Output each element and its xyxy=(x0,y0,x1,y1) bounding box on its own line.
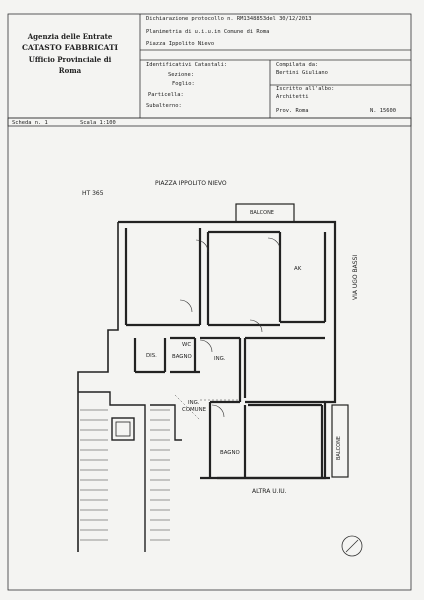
address-text: Piazza Ippolito Nievo xyxy=(146,41,215,47)
room-ing-1: ING. xyxy=(214,356,226,362)
room-bagno-1: BAGNO xyxy=(172,354,192,360)
room-dis: DIS. xyxy=(146,353,157,359)
street-top-label: PIAZZA IPPOLITO NIEVO xyxy=(155,180,227,187)
north-arrow-icon xyxy=(341,535,363,557)
room-wc: WC xyxy=(182,342,192,348)
agency-line-1: Agenzia delle Entrate xyxy=(27,32,113,41)
scala-text: Scala 1:100 xyxy=(80,120,116,126)
room-bagno-2: BAGNO xyxy=(220,450,240,456)
iscritto-value: Architetti xyxy=(276,94,309,100)
agency-line-3: Ufficio Provinciale di xyxy=(28,55,112,64)
identificativi-title: Identificativi Catastali: xyxy=(146,62,228,68)
sezione-label: Sezione: xyxy=(168,72,194,78)
room-balcone-right: BALCONE xyxy=(336,436,342,460)
door-swings xyxy=(179,237,281,418)
room-ing-comune-2: COMUNE xyxy=(182,407,207,413)
subalterno-label: Subalterno: xyxy=(146,103,182,109)
planimetry-text: Planimetria di u.i.u.in Comune di Roma xyxy=(146,29,270,35)
compilata-label: Compilata da: xyxy=(276,62,319,68)
agency-line-4: Roma xyxy=(58,66,82,75)
room-ak: AK xyxy=(294,266,302,272)
prov-text: Prov. Roma xyxy=(276,108,309,114)
room-ing-comune-1: ING. xyxy=(188,400,200,406)
room-balcone-top: BALCONE xyxy=(250,210,274,216)
floor-plan-walls xyxy=(77,203,337,552)
stair-treads xyxy=(80,409,170,541)
scheda-text: Scheda n. 1 xyxy=(12,120,48,126)
agency-line-2: CATASTO FABBRICATI xyxy=(21,43,119,52)
foglio-label: Foglio: xyxy=(172,81,195,87)
plan-code: HT 365 xyxy=(82,190,104,197)
iscritto-label: Iscritto all'albo: xyxy=(276,86,335,92)
particella-label: Particella: xyxy=(148,92,184,98)
compilata-name: Bertini Giuliano xyxy=(276,70,328,76)
number-text: N. 15600 xyxy=(370,108,396,114)
street-right-label: VIA UGO BASSI xyxy=(352,254,359,300)
declaration-text: Dichiarazione protocollo n. RM1348853del… xyxy=(146,16,312,22)
bottom-unit-label: ALTRA U.IU. xyxy=(252,488,287,495)
elevator-box xyxy=(111,417,135,441)
header-frame xyxy=(7,13,412,127)
